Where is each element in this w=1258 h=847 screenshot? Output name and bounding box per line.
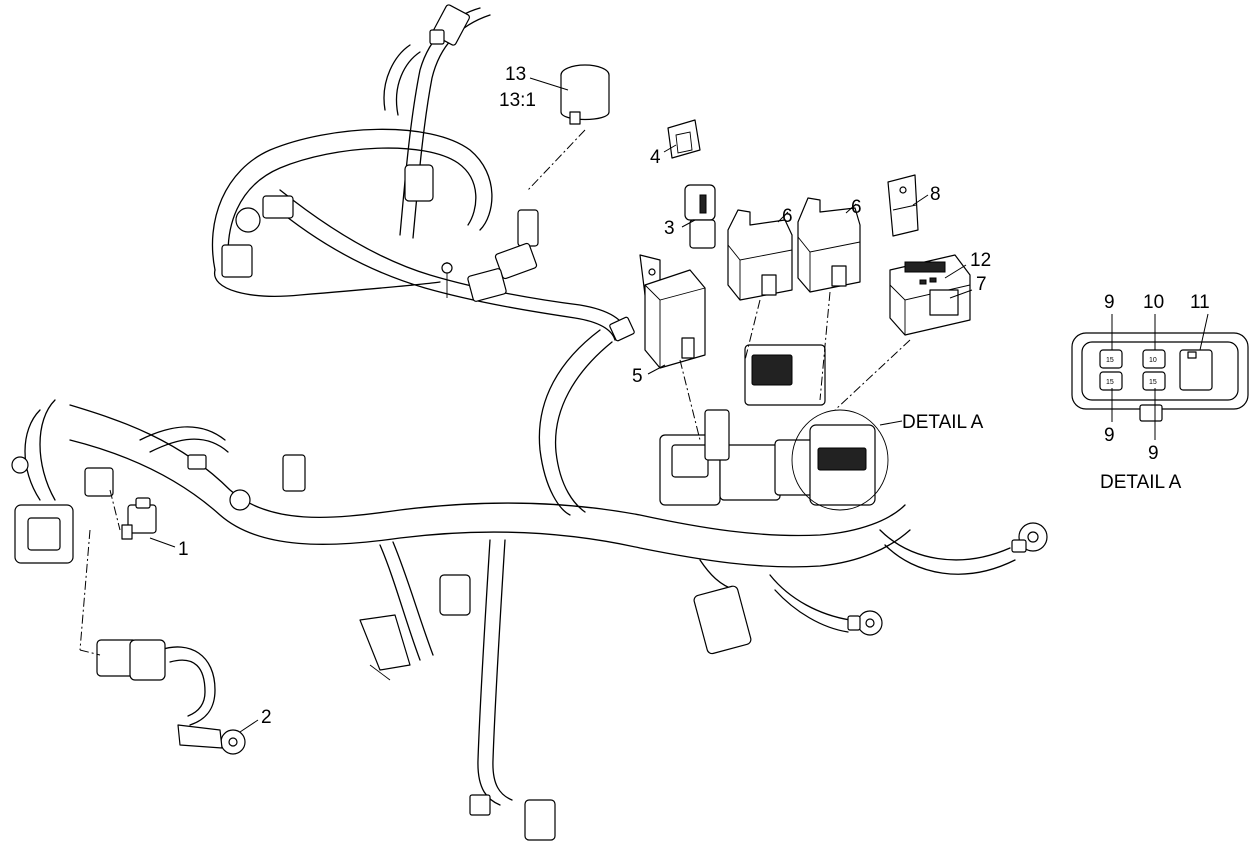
ring-terminals — [177, 522, 1048, 755]
callout-4: 4 — [650, 147, 661, 168]
callout-9c: 9 — [1148, 443, 1159, 464]
callout-8: 8 — [930, 184, 941, 205]
detail-a-circle — [791, 409, 889, 511]
callout-7: 7 — [976, 274, 987, 295]
fuse-rating-4: 15 — [1149, 379, 1157, 386]
callout-12: 12 — [970, 250, 991, 271]
fuse-rating-1: 15 — [1106, 357, 1114, 364]
detail-a-inset: 15 10 15 15 — [1071, 332, 1249, 422]
fuse-rating-2: 10 — [1149, 357, 1157, 364]
callout-13-1: 13:1 — [499, 90, 536, 111]
cap-part-13 — [560, 64, 610, 125]
relay-part-6a — [727, 209, 793, 301]
harness-connectors — [11, 4, 876, 841]
callout-10: 10 — [1143, 292, 1164, 313]
clip-part-4 — [667, 119, 701, 159]
callout-labels: 1 2 3 4 5 6 6 7 8 9 9 9 10 11 12 13 13:1… — [178, 64, 1210, 728]
bracket-part-8 — [887, 174, 919, 237]
callout-9a: 9 — [1104, 292, 1115, 313]
callout-11: 11 — [1190, 292, 1210, 313]
callout-5: 5 — [632, 366, 643, 387]
assembly-lines — [79, 129, 911, 656]
callout-9b: 9 — [1104, 425, 1115, 446]
leader-lines — [149, 77, 1209, 733]
callout-1: 1 — [178, 539, 189, 560]
relay-part-6b — [797, 197, 861, 293]
fuse-rating-3: 15 — [1106, 379, 1114, 386]
callout-13: 13 — [505, 64, 526, 85]
callout-6a: 6 — [782, 206, 793, 227]
relay-part-5 — [639, 254, 706, 369]
callout-3: 3 — [664, 218, 675, 239]
connector-part-3 — [684, 184, 716, 249]
callout-6b: 6 — [851, 197, 862, 218]
switch-part-1 — [121, 497, 157, 540]
harness-trunks — [24, 7, 1016, 806]
callout-2: 2 — [261, 707, 272, 728]
detail-a-label: DETAIL A — [902, 412, 984, 433]
detail-a-inset-label: DETAIL A — [1100, 472, 1182, 493]
